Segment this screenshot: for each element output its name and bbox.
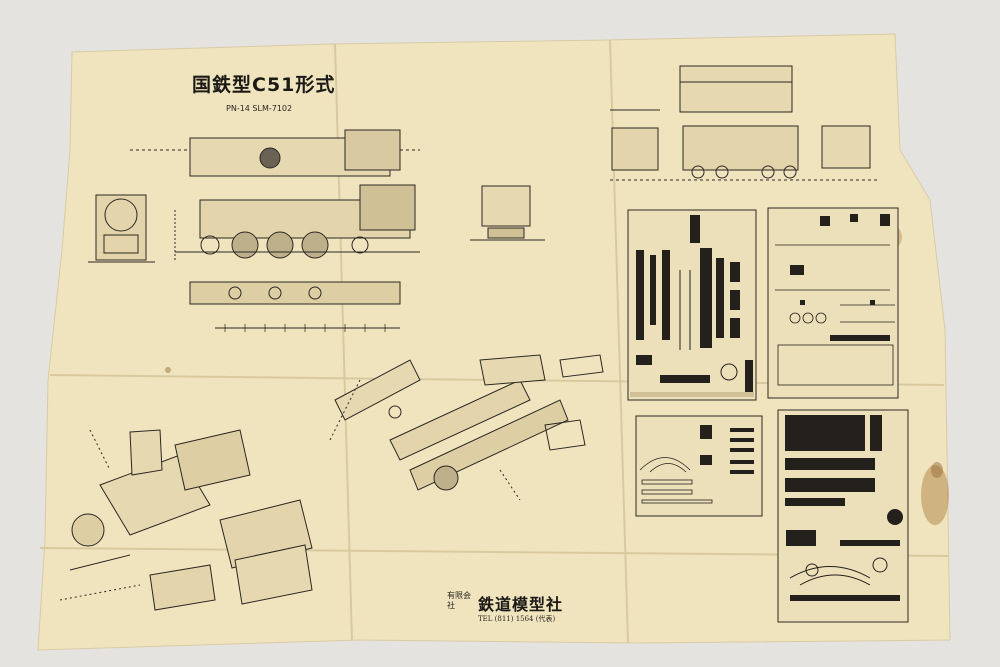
etched-sheet-3 [635, 415, 763, 517]
locomotive-front-view [88, 194, 155, 263]
etched-sheet-4 [777, 409, 909, 623]
exploded-boiler-cab [59, 429, 313, 611]
underframe-plan-view [189, 281, 401, 332]
publisher-name: 鉄道模型社 [478, 595, 564, 614]
document-title: 国鉄型C51形式 [192, 74, 336, 96]
tender-drawings [610, 65, 880, 181]
stains [165, 227, 949, 525]
publisher-company-type: 有限会社 [447, 591, 471, 610]
etched-sheet-2 [767, 207, 899, 399]
model-code: PN-14 SLM-7102 [226, 104, 293, 113]
locomotive-side-view [130, 129, 420, 260]
exploded-chassis [329, 354, 604, 501]
tender-section-view [470, 185, 545, 241]
etched-sheet-1 [627, 209, 757, 401]
publisher-telephone: TEL (811) 1564 (代表) [478, 615, 556, 623]
